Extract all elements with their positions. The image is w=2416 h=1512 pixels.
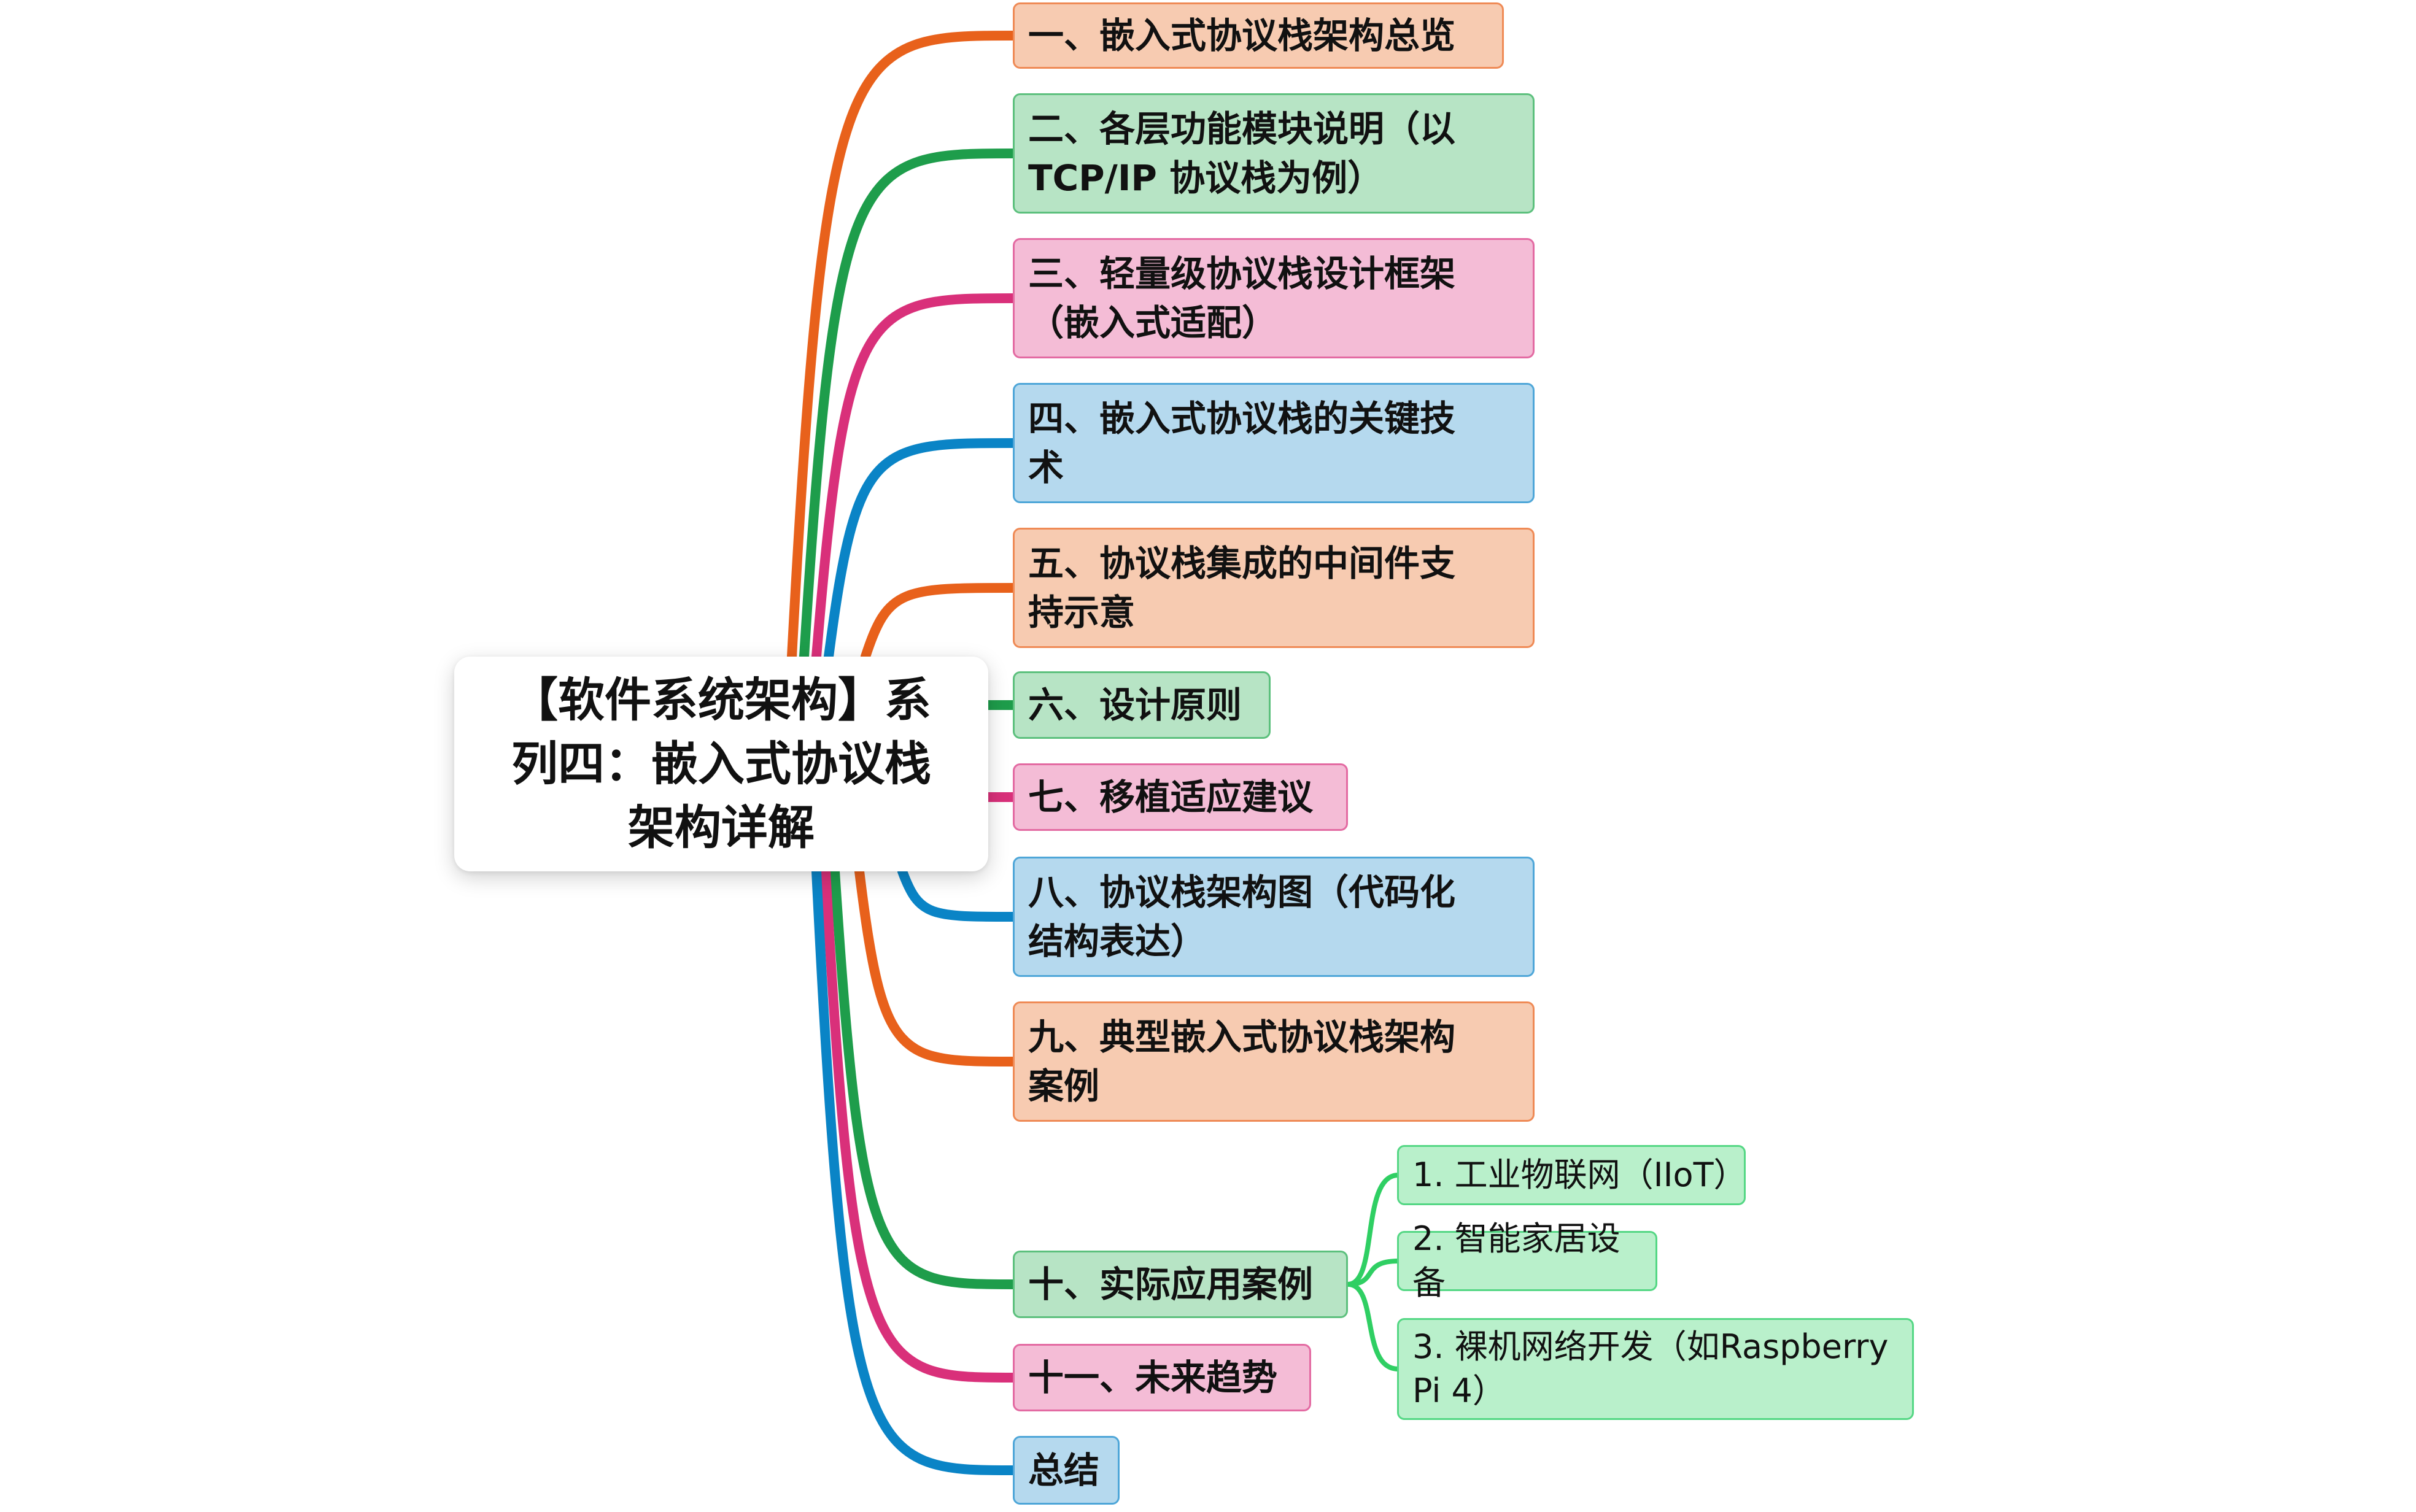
topic-middleware-support[interactable]: 五、协议栈集成的中间件支 持示意 xyxy=(1013,528,1535,648)
topic-label: 十一、未来趋势 xyxy=(1028,1357,1278,1398)
topic-label: 八、协议栈架构图（代码化 结构表达） xyxy=(1028,871,1456,962)
central-topic[interactable]: 【软件系统架构】系 列四：嵌入式协议栈 架构详解 xyxy=(454,657,988,871)
subtopic-label: 2. 智能家居设备 xyxy=(1412,1219,1620,1302)
subtopic-label: 3. 裸机网络开发（如Raspberry Pi 4） xyxy=(1412,1327,1889,1410)
branch-line xyxy=(854,866,1019,1066)
subtopic-line xyxy=(1345,1259,1401,1287)
subtopic-line xyxy=(1345,1282,1401,1371)
branch-line xyxy=(811,866,1019,1475)
topic-label: 七、移植适应建议 xyxy=(1028,776,1314,818)
topic-architecture-diagram[interactable]: 八、协议栈架构图（代码化 结构表达） xyxy=(1013,857,1535,977)
branch-line xyxy=(830,866,1019,1289)
topic-future-trends[interactable]: 十一、未来趋势 xyxy=(1013,1344,1311,1411)
topic-application-cases[interactable]: 十、实际应用案例 xyxy=(1013,1251,1348,1318)
topic-label: 总结 xyxy=(1028,1449,1100,1491)
topic-label: 九、典型嵌入式协议栈架构 案例 xyxy=(1028,1016,1456,1107)
branch-line xyxy=(824,438,1019,662)
central-topic-title: 【软件系统架构】系 列四：嵌入式协议栈 架构详解 xyxy=(511,673,931,855)
topic-summary[interactable]: 总结 xyxy=(1013,1436,1120,1505)
topic-porting-advice[interactable]: 七、移植适应建议 xyxy=(1013,763,1348,831)
subtopic-line xyxy=(1345,1173,1401,1287)
branch-line xyxy=(897,866,1019,922)
branch-line xyxy=(821,866,1019,1383)
branch-line xyxy=(811,293,1019,662)
topic-layer-modules[interactable]: 二、各层功能模块说明（以 TCP/IP 协议栈为例） xyxy=(1013,93,1535,214)
subtopic-bare-metal[interactable]: 3. 裸机网络开发（如Raspberry Pi 4） xyxy=(1397,1318,1914,1420)
subtopic-iiot[interactable]: 1. 工业物联网（IIoT） xyxy=(1397,1145,1747,1205)
topic-label: 三、轻量级协议栈设计框架 （嵌入式适配） xyxy=(1028,253,1456,344)
topic-label: 一、嵌入式协议栈架构总览 xyxy=(1028,15,1456,56)
topic-label: 六、设计原则 xyxy=(1028,684,1242,726)
topic-overview[interactable]: 一、嵌入式协议栈架构总览 xyxy=(1013,2,1504,69)
topic-label: 四、嵌入式协议栈的关键技 术 xyxy=(1028,398,1456,488)
topic-lightweight-framework[interactable]: 三、轻量级协议栈设计框架 （嵌入式适配） xyxy=(1013,238,1535,358)
topic-label: 十、实际应用案例 xyxy=(1028,1263,1314,1305)
topic-label: 五、协议栈集成的中间件支 持示意 xyxy=(1028,542,1456,633)
topic-key-technologies[interactable]: 四、嵌入式协议栈的关键技 术 xyxy=(1013,383,1535,503)
branch-line xyxy=(787,31,1019,662)
branch-line xyxy=(861,583,1019,662)
subtopic-label: 1. 工业物联网（IIoT） xyxy=(1412,1155,1747,1194)
topic-design-principles[interactable]: 六、设计原则 xyxy=(1013,671,1271,739)
topic-label: 二、各层功能模块说明（以 TCP/IP 协议栈为例） xyxy=(1028,108,1456,199)
subtopic-smart-home[interactable]: 2. 智能家居设备 xyxy=(1397,1219,1657,1302)
topic-typical-cases[interactable]: 九、典型嵌入式协议栈架构 案例 xyxy=(1013,1001,1535,1122)
branch-line xyxy=(799,148,1019,662)
